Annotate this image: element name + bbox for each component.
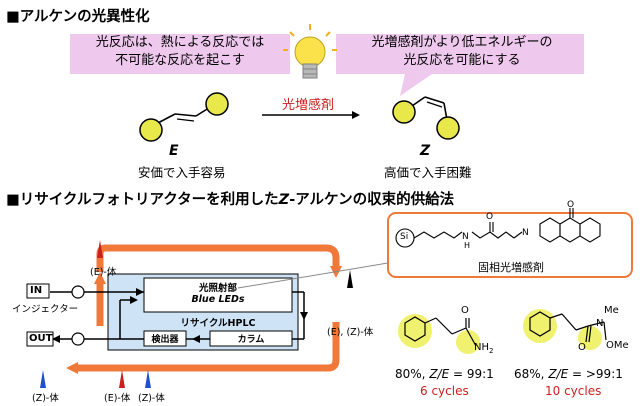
z-caption: 高価で入手困難 <box>384 165 472 180</box>
section2-title-z: Z <box>278 192 290 208</box>
sensitizer-caption: 固相光増感剤 <box>478 261 544 274</box>
blue-leds-label: Blue LEDs <box>191 294 245 305</box>
product2-yield: 68%, <box>514 367 545 381</box>
bottom-e-peak-icon <box>119 370 125 388</box>
callout-left-line1: 光反応は、熱による反応では <box>95 35 265 50</box>
out-label: OUT <box>29 333 53 344</box>
bottom-z-label: (Z)-体 <box>138 393 165 404</box>
product2-me-label: Me <box>604 305 619 316</box>
sensitizer-structure <box>395 208 601 248</box>
lightbulb-icon <box>283 24 337 79</box>
ez-peak-icon <box>347 270 353 288</box>
callout-left: 光反応は、熱による反応では 不可能な反応を起こす <box>70 34 290 74</box>
e-label: E <box>169 143 179 159</box>
z-label: Z <box>420 143 431 159</box>
column-label: カラム <box>237 335 265 345</box>
product1-nh-sub: 2 <box>489 347 494 355</box>
product1-ratio-label: Z/E <box>429 367 450 381</box>
product1-cycles: 6 cycles <box>420 384 469 398</box>
si-label: Si <box>400 232 409 242</box>
product1-structure <box>398 314 480 354</box>
product1-result: 80%, Z/E = 99:1 <box>395 367 494 381</box>
callout-right-line2: 光反応を可能にする <box>403 53 521 68</box>
amide-n-label: N <box>462 232 469 242</box>
bottom-z-peak-icon <box>145 370 151 388</box>
injector-label: インジェクター <box>12 304 79 315</box>
arrow-label: 光増感剤 <box>282 98 335 113</box>
photo-unit-box <box>143 277 293 313</box>
z-isomer-label: (Z)-体 <box>32 393 59 404</box>
product2-cycles: 10 cycles <box>545 384 602 398</box>
section2-title: ■リサイクルフォトリアクターを利用したZ-アルケンの収束的供給法 <box>6 188 454 209</box>
product1-yield: 80%, <box>395 367 426 381</box>
callout-right-shape <box>336 34 584 96</box>
product2-n-label: N <box>596 318 604 329</box>
product2-result: 68%, Z/E = >99:1 <box>514 367 623 381</box>
section2-title-suffix: -アルケンの収束的供給法 <box>289 192 455 208</box>
product1-nh2-label: NH2 <box>474 342 493 355</box>
bottom-e-label: (E)-体 <box>104 393 131 404</box>
product1-o-label: O <box>461 305 469 316</box>
photo-unit-label: 光照射部 <box>198 283 237 294</box>
ez-isomer-label: (E), (Z)-体 <box>327 327 374 338</box>
carbonyl-o-label: O <box>486 212 494 222</box>
product1-ratio-value: = 99:1 <box>449 367 494 381</box>
product2-ratio-label: Z/E <box>548 367 569 381</box>
sensitizer-box <box>387 212 633 278</box>
e-peak-icon <box>97 240 103 258</box>
e-alkene-molecule <box>139 92 229 142</box>
in-label: IN <box>30 285 43 296</box>
product2-ome-label: OMe <box>606 340 629 351</box>
product1-nh-text: NH <box>474 342 489 353</box>
z-alkene-molecule <box>392 96 460 140</box>
callout-right: 光増感剤がより低エネルギーの 光反応を可能にする <box>345 34 579 74</box>
outlet-valve-icon <box>71 332 85 346</box>
product2-ratio-value: = >99:1 <box>568 367 623 381</box>
amide2-n-label: N <box>522 228 529 238</box>
section1-title: ■アルケンの光異性化 <box>6 9 150 25</box>
recycle-hplc-label: リサイクルHPLC <box>180 318 256 329</box>
out-box <box>26 331 54 347</box>
ketone-o-label: O <box>567 200 575 210</box>
section2-title-prefix: ■リサイクルフォトリアクターを利用した <box>6 192 279 208</box>
callout-left-line2: 不可能な反応を起こす <box>115 53 245 68</box>
callout-right-line1: 光増感剤がより低エネルギーの <box>371 35 553 50</box>
z-peak-icon <box>40 370 46 388</box>
e-caption: 安価で入手容易 <box>138 165 226 180</box>
product2-o-label: O <box>578 342 586 353</box>
detector-label: 検出器 <box>151 335 179 345</box>
e-isomer-label: (E)-体 <box>90 267 117 278</box>
in-box <box>26 283 50 299</box>
product2-structure <box>523 309 607 350</box>
amide-h-label: H <box>464 241 471 250</box>
injector-valve-icon <box>71 285 85 299</box>
